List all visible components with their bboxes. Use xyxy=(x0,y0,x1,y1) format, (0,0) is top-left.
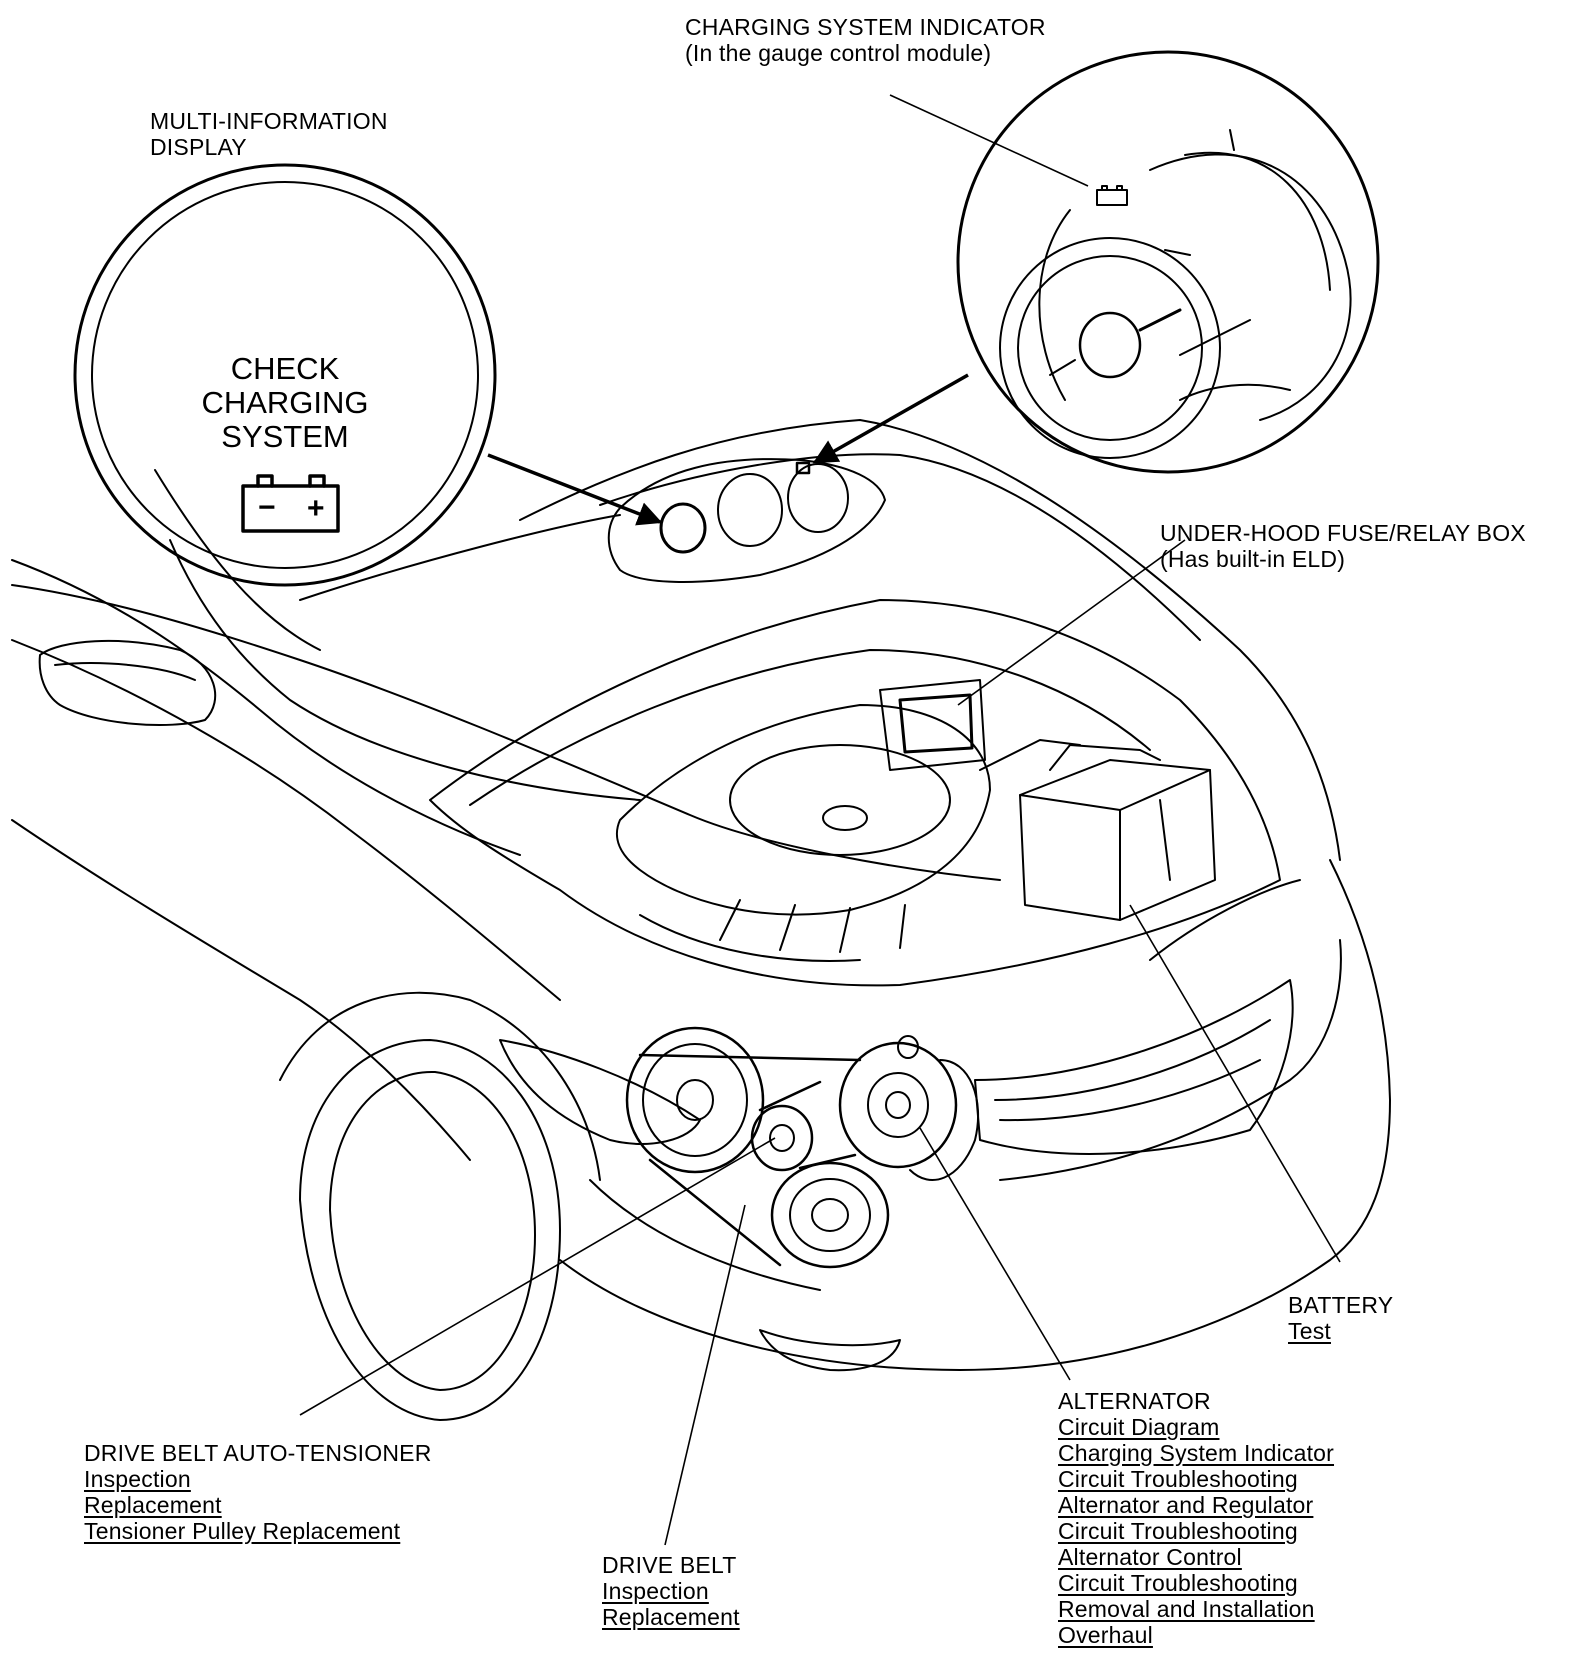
drive-belt-inspection-link[interactable]: Inspection xyxy=(602,1578,709,1604)
alternator-charging-indicator-link[interactable]: Charging System Indicator xyxy=(1058,1440,1335,1466)
arrow-to-display xyxy=(487,453,663,526)
display-label: MULTI-INFORMATION DISPLAY xyxy=(150,108,388,160)
instrument-cluster xyxy=(607,458,886,583)
drive-belt-replacement-link[interactable]: Replacement xyxy=(602,1604,740,1630)
front-wheel xyxy=(279,991,601,1421)
drive-belt-assembly xyxy=(625,1026,980,1269)
alternator-label: ALTERNATOR Circuit Diagram Charging Syst… xyxy=(1058,1388,1334,1648)
leader-indicator xyxy=(889,94,1089,187)
charging-indicator-icon xyxy=(1096,185,1128,206)
indicator-label: CHARGING SYSTEM INDICATOR (In the gauge … xyxy=(685,14,1046,66)
leader-alternator xyxy=(919,1127,1071,1381)
svg-text:+: + xyxy=(307,492,325,525)
fuse-box-title: UNDER-HOOD FUSE/RELAY BOX xyxy=(1160,520,1526,546)
drive-belt-label: DRIVE BELT Inspection Replacement xyxy=(602,1552,740,1630)
fog-light xyxy=(759,1329,901,1372)
alternator-circuit-troubleshooting-link-1[interactable]: Circuit Troubleshooting xyxy=(1058,1466,1298,1492)
alternator-circuit-troubleshooting-link-2[interactable]: Circuit Troubleshooting xyxy=(1058,1518,1298,1544)
alternator-title: ALTERNATOR xyxy=(1058,1388,1211,1414)
battery-label: BATTERY Test xyxy=(1288,1292,1393,1344)
display-message: CHECK CHARGING SYSTEM xyxy=(150,352,420,454)
battery-title: BATTERY xyxy=(1288,1292,1394,1318)
display-line-2: CHARGING xyxy=(201,385,369,420)
display-title: MULTI-INFORMATION xyxy=(150,108,388,134)
alternator-removal-installation-link[interactable]: Removal and Installation xyxy=(1058,1596,1315,1622)
battery-test-link[interactable]: Test xyxy=(1288,1318,1331,1344)
engine-bay xyxy=(429,599,1281,987)
tensioner-pulley-replacement-link[interactable]: Tensioner Pulley Replacement xyxy=(84,1518,401,1544)
drive-belt-title: DRIVE BELT xyxy=(602,1552,737,1578)
leader-tensioner xyxy=(299,1137,776,1416)
indicator-magnifier xyxy=(956,50,1380,474)
battery-unit xyxy=(1019,744,1216,921)
leader-battery xyxy=(1129,904,1341,1263)
tensioner-replacement-link[interactable]: Replacement xyxy=(84,1492,222,1518)
display-line-3: SYSTEM xyxy=(221,419,349,454)
alternator-circuit-troubleshooting-link-3[interactable]: Circuit Troubleshooting xyxy=(1058,1570,1298,1596)
alternator-overhaul-link[interactable]: Overhaul xyxy=(1058,1622,1153,1648)
car-body xyxy=(11,419,1391,1371)
battery-icon xyxy=(241,474,340,533)
alternator-circuit-diagram-link[interactable]: Circuit Diagram xyxy=(1058,1414,1220,1440)
indicator-title: CHARGING SYSTEM INDICATOR xyxy=(685,14,1046,40)
front-grille xyxy=(974,979,1294,1155)
tensioner-title: DRIVE BELT AUTO-TENSIONER xyxy=(84,1440,432,1466)
alternator-control-link[interactable]: Alternator Control xyxy=(1058,1544,1242,1570)
alternator-regulator-link[interactable]: Alternator and Regulator xyxy=(1058,1492,1314,1518)
tensioner-label: DRIVE BELT AUTO-TENSIONER Inspection Rep… xyxy=(84,1440,432,1544)
leader-drive-belt xyxy=(664,1204,746,1546)
display-magnifier xyxy=(73,163,497,587)
windshield-and-mirror xyxy=(11,514,621,856)
fuse-box-label: UNDER-HOOD FUSE/RELAY BOX (Has built-in … xyxy=(1160,520,1526,572)
display-line-1: CHECK xyxy=(230,351,340,386)
fuse-box-subtitle: (Has built-in ELD) xyxy=(1160,546,1346,572)
tensioner-inspection-link[interactable]: Inspection xyxy=(84,1466,191,1492)
indicator-subtitle: (In the gauge control module) xyxy=(685,40,992,66)
display-title-2: DISPLAY xyxy=(150,134,247,160)
svg-text:−: − xyxy=(258,491,276,524)
headlight xyxy=(499,1039,701,1145)
leader-fuse-box xyxy=(957,539,1186,706)
battery-terminals: − + xyxy=(258,491,325,525)
arrow-to-indicator xyxy=(812,373,969,464)
